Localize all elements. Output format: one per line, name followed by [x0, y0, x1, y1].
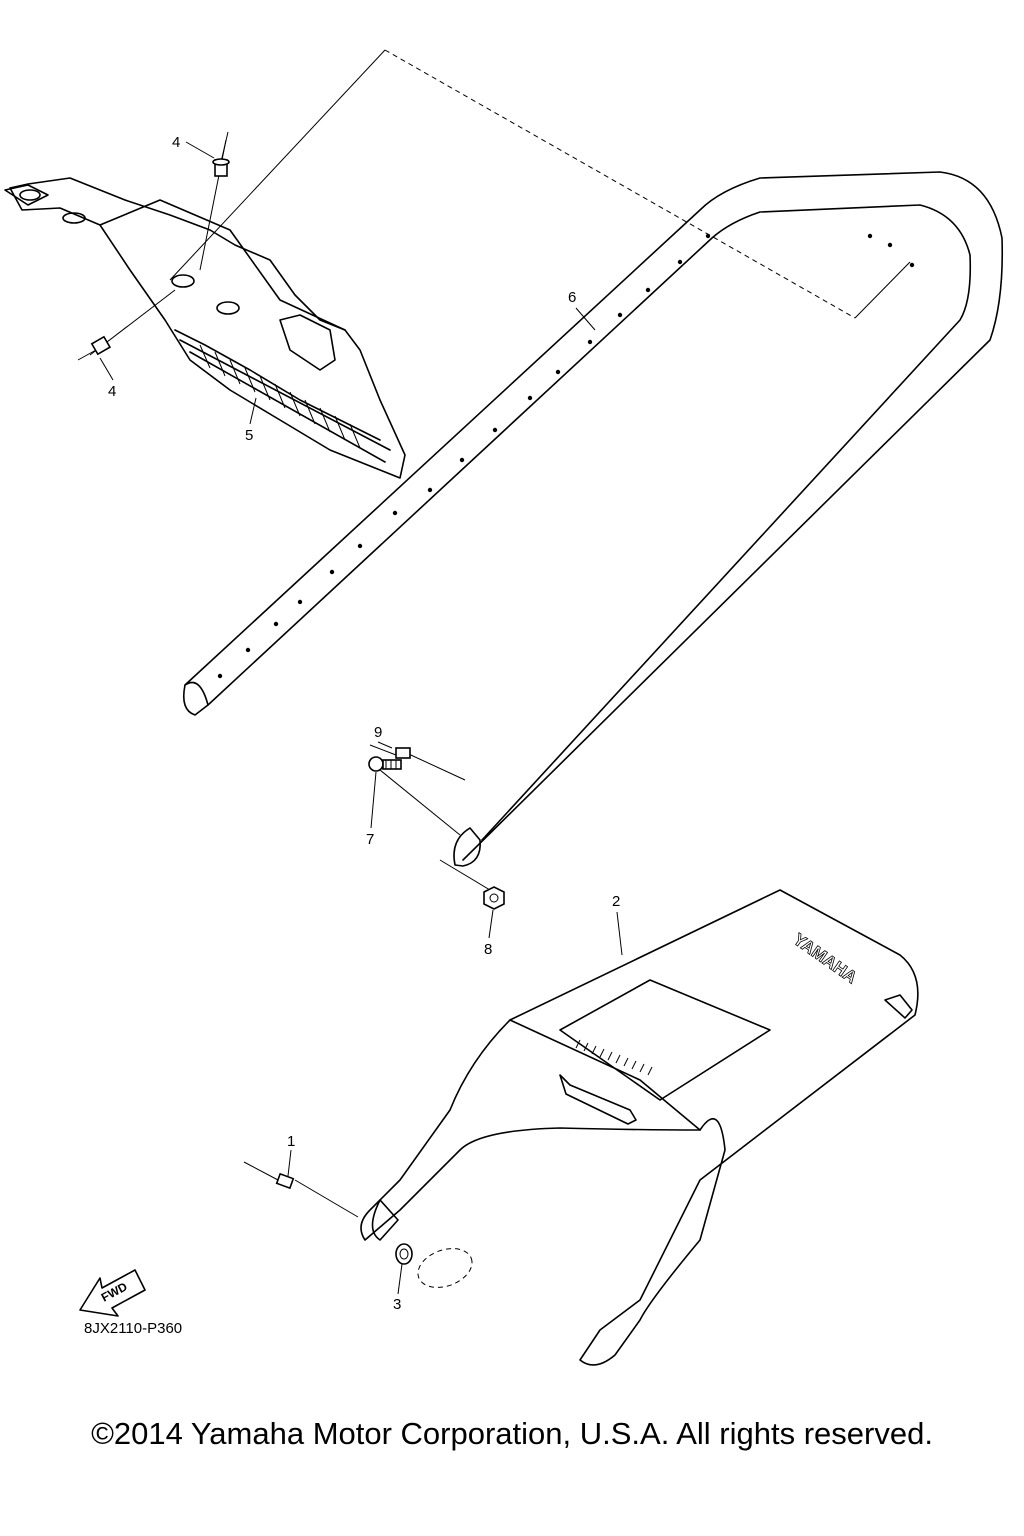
callout-6: 6: [568, 289, 576, 306]
nut-part-8[interactable]: [483, 886, 505, 910]
washer: [417, 1248, 473, 1288]
callout-2: 2: [612, 893, 620, 910]
callouts: 4 4 5 6 9 7 8 2 1 3: [108, 134, 620, 1313]
diagram-code: 8JX2110-P360: [84, 1320, 183, 1337]
callout-4: 4: [108, 383, 116, 400]
fwd-arrow-icon: FWD: [79, 1269, 146, 1317]
rivet-part-4-top[interactable]: [212, 131, 230, 177]
parts-diagram: YAMAHA FWD 4 4 5 6 9 7 8 2 1 3: [4, 49, 1004, 1366]
callout-9: 9: [374, 724, 382, 741]
rivet-part-9[interactable]: [369, 744, 411, 759]
rivet-part-4-bottom[interactable]: [77, 335, 112, 361]
callout-8: 8: [484, 941, 492, 958]
rail-holes: [217, 233, 915, 679]
seat-part-2[interactable]: YAMAHA: [360, 889, 919, 1366]
rail-part-6[interactable]: [182, 171, 1004, 867]
callout-5: 5: [245, 427, 253, 444]
callout-4: 4: [172, 134, 180, 151]
seat-vents: [575, 1039, 653, 1076]
grommet-part-3[interactable]: [395, 1243, 413, 1265]
yamaha-logo: YAMAHA: [790, 930, 861, 987]
callout-1: 1: [287, 1133, 295, 1150]
bolt-part-7[interactable]: [368, 756, 402, 772]
callout-7: 7: [366, 831, 374, 848]
flap-bracket-part-5[interactable]: [4, 177, 406, 479]
reference-lines: [89, 49, 911, 1218]
flap-ribs: [199, 344, 361, 449]
callout-leaders: [99, 141, 623, 1295]
rivet-part-1[interactable]: [243, 1161, 295, 1190]
copyright-notice: ©2014 Yamaha Motor Corporation, U.S.A. A…: [91, 1416, 933, 1451]
callout-3: 3: [393, 1296, 401, 1313]
